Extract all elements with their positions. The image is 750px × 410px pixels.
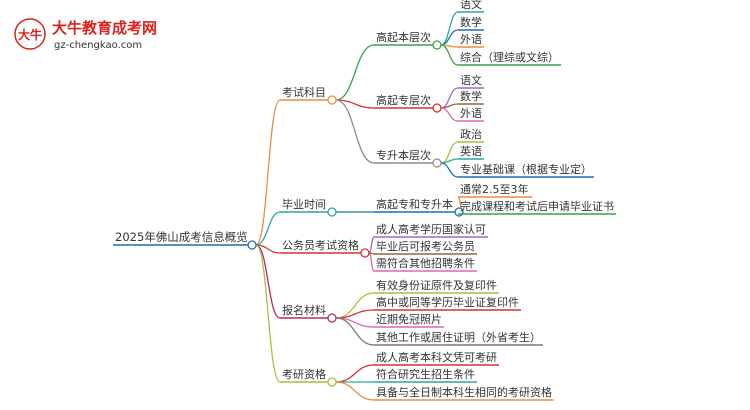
leaf-link	[440, 87, 459, 109]
leaf-topic: 有效身份证原件及复印件	[376, 278, 497, 292]
branch-topic: 毕业时间	[282, 198, 326, 211]
leaf-topic: 需符合其他招聘条件	[376, 256, 475, 270]
root-topic: 2025年佛山成考信息概览	[115, 230, 248, 244]
leaf-topic: 外语	[460, 107, 482, 120]
subtopic-link	[335, 99, 375, 164]
subtopic: 高起专和专升本	[376, 197, 453, 211]
leaf-link	[440, 107, 459, 122]
leaf-link	[440, 158, 459, 164]
branch-joint	[360, 248, 370, 258]
leaf-topic: 其他工作或居住证明（外省考生）	[376, 330, 541, 344]
branch-joint	[327, 377, 337, 387]
leaf-topic: 高中或同等学历毕业证复印件	[376, 295, 519, 309]
leaf-link	[368, 236, 375, 254]
leaf-link	[335, 317, 375, 346]
subtopic-joint	[432, 103, 442, 113]
branch-link	[255, 244, 281, 383]
leaf-topic: 成人高考学历国家认可	[376, 222, 486, 236]
leaf-link	[440, 29, 459, 46]
leaf-link	[440, 11, 459, 46]
leaf-link	[335, 364, 375, 383]
branch-joint	[327, 207, 337, 217]
branch-topic: 考试科目	[282, 85, 326, 99]
leaf-topic: 专业基础课（根据专业定）	[460, 162, 592, 176]
leaf-topic: 具备与全日制本科生相同的考研资格	[376, 385, 552, 399]
leaf-topic: 数学	[460, 15, 482, 29]
leaf-topic: 语文	[460, 0, 482, 11]
leaf-topic: 通常2.5至3年	[460, 182, 529, 196]
branch-topic: 公务员考试资格	[282, 238, 359, 252]
leaf-topic: 政治	[460, 127, 482, 141]
root-joint	[247, 240, 257, 250]
logo-url: gz-chengkao.com	[54, 40, 142, 51]
leaf-link	[440, 103, 459, 109]
subtopic: 专升本层次	[376, 148, 431, 162]
branch-link	[255, 211, 281, 246]
mindmap-links	[255, 11, 464, 401]
leaf-link	[335, 381, 375, 401]
leaf-link	[368, 252, 375, 272]
subtopic-link	[335, 99, 375, 109]
branch-topic: 报名材料	[282, 303, 326, 317]
leaf-link	[440, 141, 459, 164]
leaf-topic: 近期免冠照片	[376, 312, 442, 326]
leaf-topic: 英语	[460, 144, 482, 158]
leaf-topic: 完成课程和考试后申请毕业证书	[460, 199, 614, 213]
logo-mark-icon	[14, 18, 46, 50]
leaf-topic: 成人高考本科文凭可考研	[376, 350, 497, 364]
leaf-topic: 毕业后可报考公务员	[376, 239, 475, 253]
logo-mark-text: 大牛	[18, 27, 42, 42]
subtopic-joint	[432, 158, 442, 168]
subtopic-joint	[432, 40, 442, 50]
logo-title: 大牛教育成考网	[52, 19, 157, 37]
branch-link	[256, 244, 281, 254]
subtopic: 高起本层次	[376, 30, 431, 44]
leaf-topic: 语文	[460, 73, 482, 87]
subtopic: 高起专层次	[376, 93, 431, 107]
branch-topic: 考研资格	[282, 367, 326, 381]
branch-joint	[327, 313, 337, 323]
mindmap-nodes: 2025年佛山成考信息概览考试科目高起本层次语文数学外语综合（理综或文综）高起专…	[113, 0, 616, 401]
leaf-topic: 符合研究生招生条件	[376, 367, 475, 381]
leaf-link	[440, 44, 459, 66]
branch-joint	[327, 95, 337, 105]
leaf-topic: 数学	[460, 89, 482, 103]
branch-link	[255, 244, 281, 319]
leaf-link	[440, 162, 459, 178]
site-logo: 大牛 大牛教育成考网 gz-chengkao.com	[14, 18, 157, 51]
leaf-topic: 外语	[460, 33, 482, 46]
leaf-topic: 综合（理综或文综）	[460, 50, 559, 64]
branch-link	[255, 99, 281, 246]
subtopic-link	[335, 44, 375, 101]
